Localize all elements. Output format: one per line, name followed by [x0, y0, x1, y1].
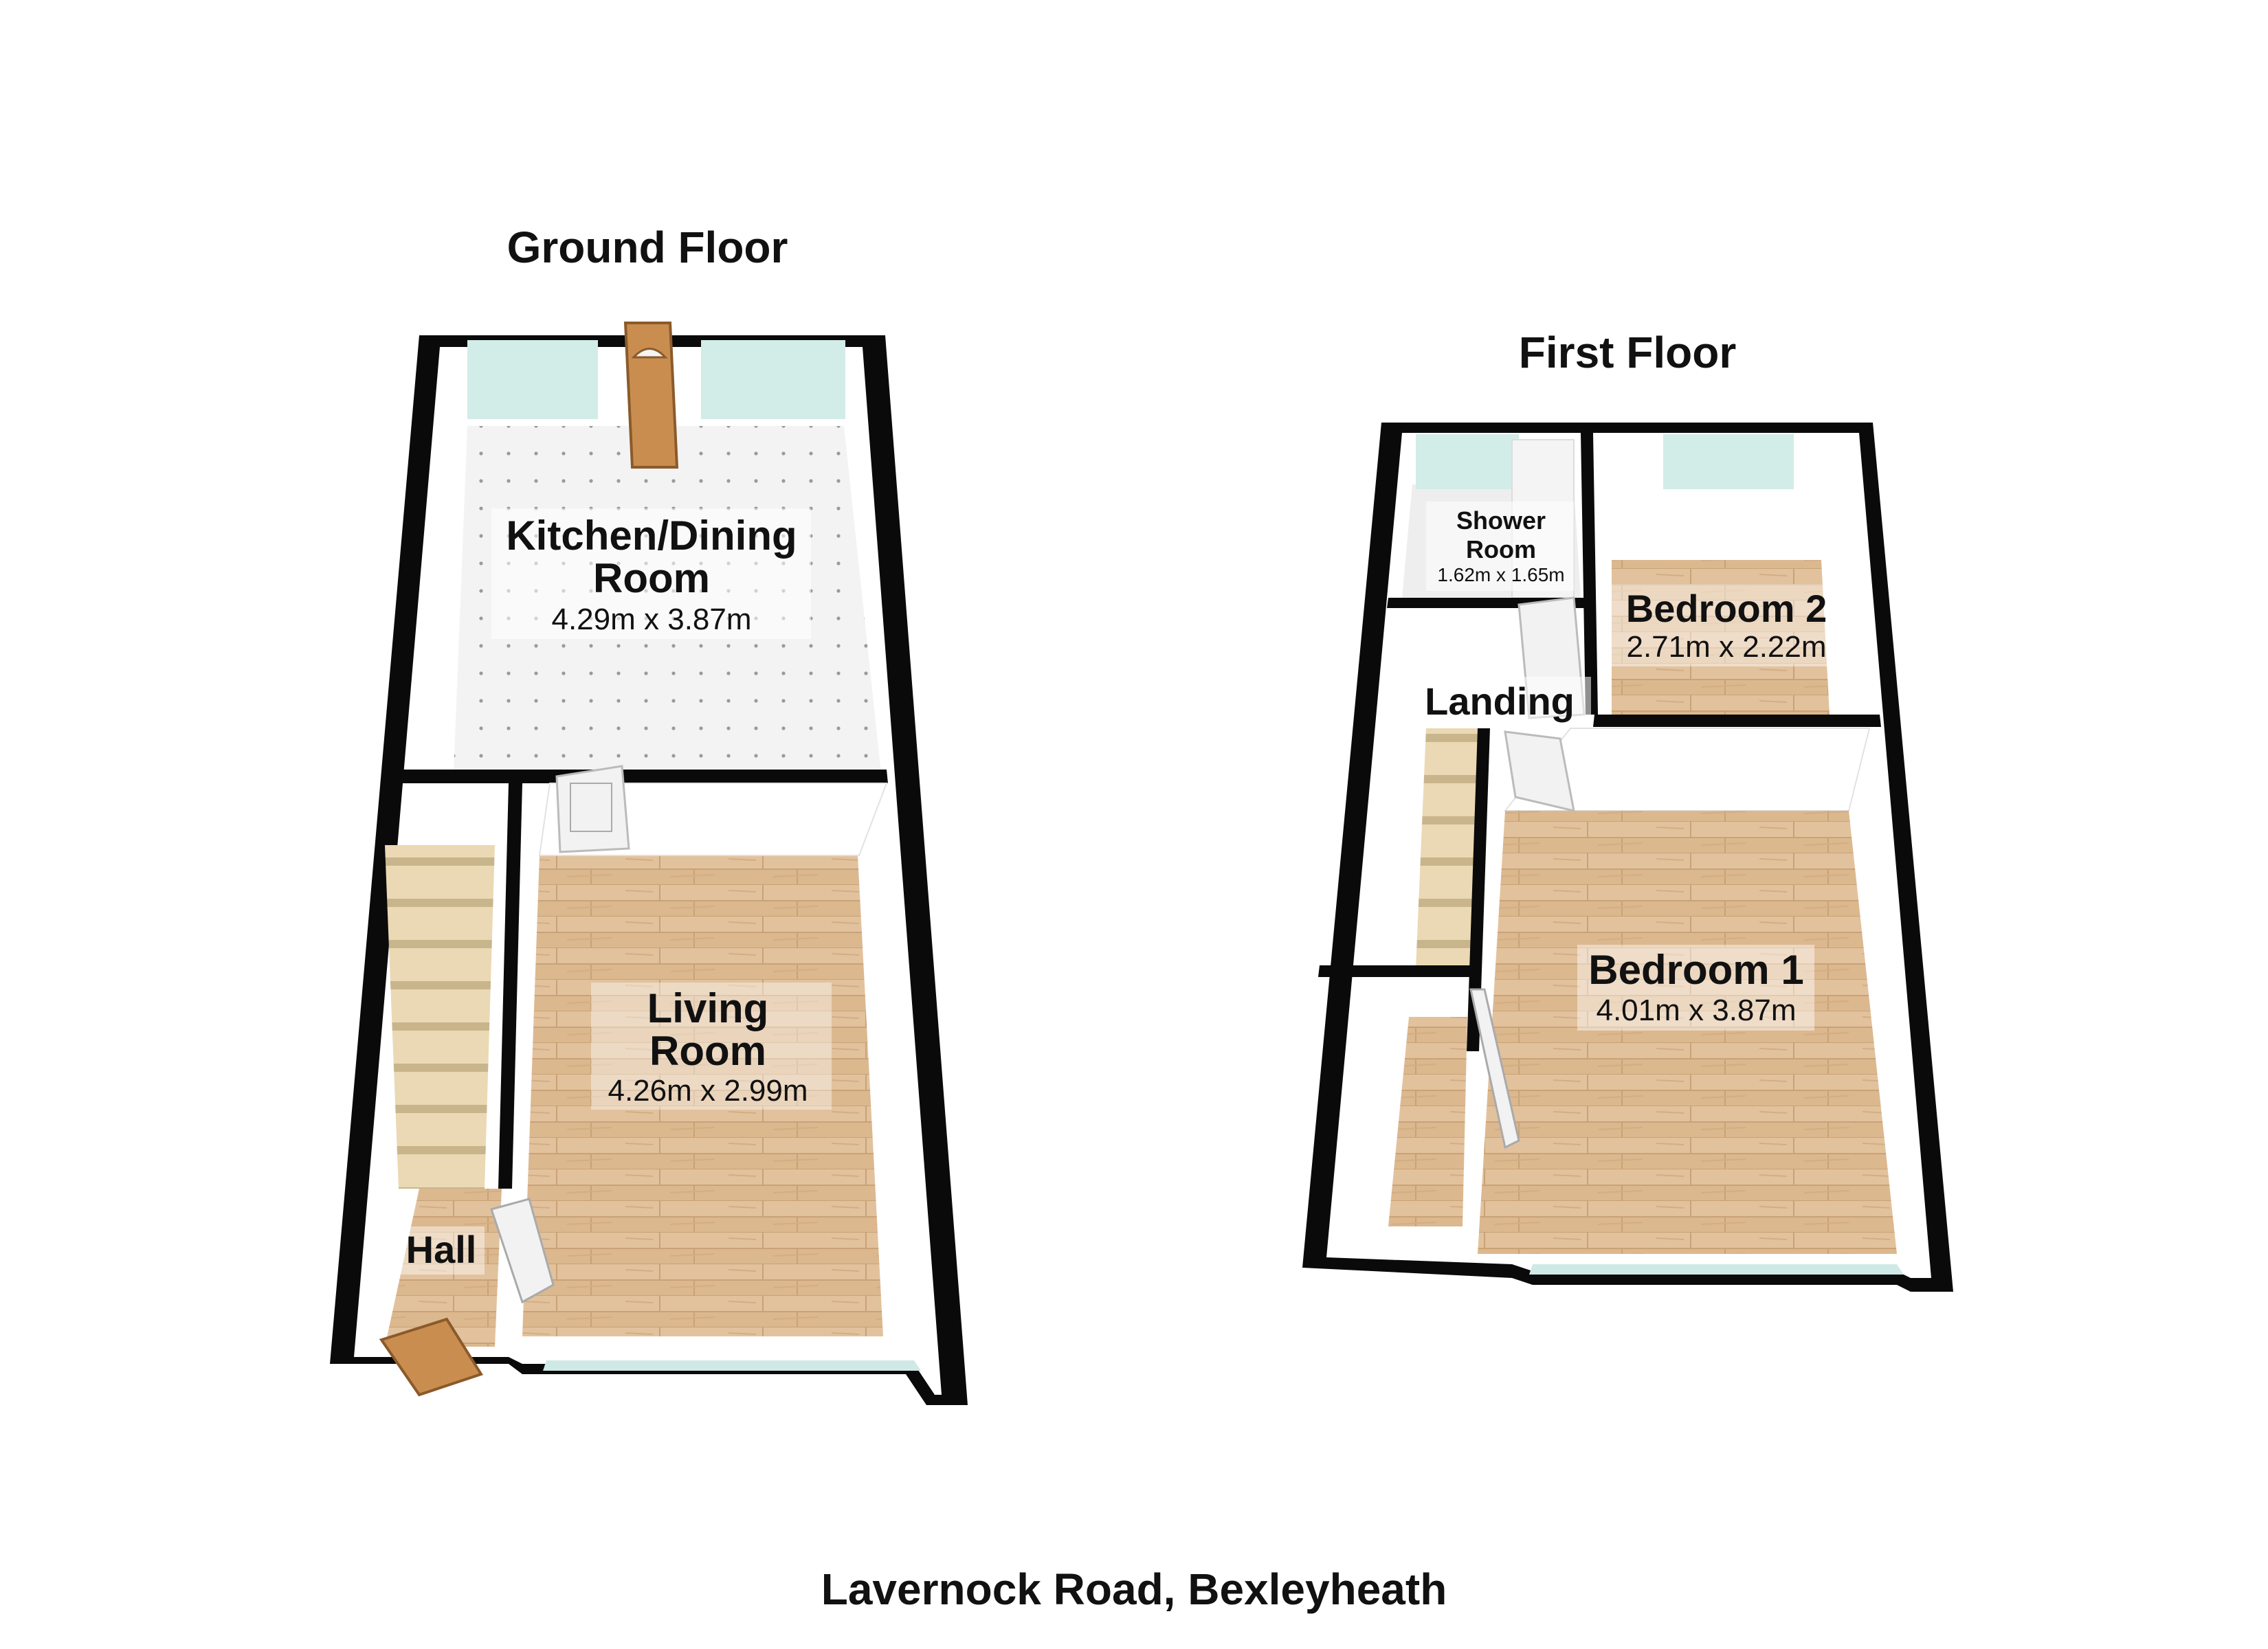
- bedroom1-floor: [1478, 811, 1897, 1254]
- first-floor-title: First Floor: [1519, 328, 1736, 377]
- hall-partition-wall: [498, 783, 522, 1189]
- bedroom2-window: [1663, 434, 1794, 489]
- shower-name-line2: Room: [1466, 535, 1536, 563]
- bedroom1-name: Bedroom 1: [1588, 947, 1803, 993]
- first-floor-plan: [1302, 423, 1953, 1292]
- shower-room-window: [1416, 434, 1519, 489]
- bedroom2-label-bg: [1612, 584, 1842, 666]
- ground-floor-title: Ground Floor: [507, 223, 788, 272]
- bedroom1-door: [1504, 730, 1575, 812]
- living-dims: 4.26m x 2.99m: [608, 1074, 808, 1108]
- kitchen-living-partition: [401, 770, 888, 783]
- kitchen-window-left: [467, 340, 598, 419]
- front-door: [379, 1317, 484, 1397]
- living-room-floor: [522, 855, 883, 1336]
- kitchen-name-line1: Kitchen/Dining: [506, 513, 797, 559]
- shower-label-bg: [1426, 502, 1574, 591]
- kitchen-back-door: [623, 322, 679, 469]
- hall-label-bg: [399, 1226, 485, 1275]
- cupboard-wall: [1318, 965, 1478, 977]
- kitchen-name-line2: Room: [593, 555, 710, 601]
- door-fanlight-icon: [631, 348, 668, 359]
- kitchen-dims: 4.29m x 3.87m: [551, 603, 751, 636]
- hall-floor: [385, 1189, 502, 1347]
- bedroom2-side-wall: [1581, 433, 1598, 715]
- bedroom1-label-bg: [1577, 945, 1814, 1031]
- landing-label-bg: [1409, 677, 1591, 725]
- door-panel-icon: [570, 783, 612, 832]
- living-room-front-window: [543, 1360, 921, 1371]
- bedroom1-front-window: [1529, 1264, 1904, 1275]
- kitchen-window-right: [701, 340, 845, 419]
- cupboard-door: [1469, 988, 1520, 1149]
- first-floor-stairs: [1416, 728, 1485, 969]
- property-address: Lavernock Road, Bexleyheath: [821, 1564, 1447, 1614]
- bedroom1-dims: 4.01m x 3.87m: [1596, 994, 1796, 1027]
- kitchen-label-bg: [491, 508, 811, 639]
- bedroom-partition-wall: [1593, 715, 1881, 727]
- ground-floor-stairs: [385, 845, 495, 1189]
- shower-dims: 1.62m x 1.65m: [1437, 564, 1564, 585]
- bedroom2-name: Bedroom 2: [1626, 587, 1827, 630]
- cupboard-floor: [1388, 1017, 1467, 1226]
- living-name-line2: Room: [649, 1028, 766, 1074]
- living-name-line1: Living: [647, 985, 769, 1031]
- kitchen-living-door: [555, 765, 630, 853]
- hall-name: Hall: [406, 1228, 477, 1271]
- landing-name: Landing: [1425, 680, 1575, 723]
- shower-name-line1: Shower: [1456, 506, 1546, 535]
- living-label-bg: [591, 983, 832, 1110]
- bedroom2-floor: [1612, 560, 1830, 715]
- bedroom2-dims: 2.71m x 2.22m: [1626, 630, 1826, 664]
- hall-living-door: [490, 1198, 555, 1304]
